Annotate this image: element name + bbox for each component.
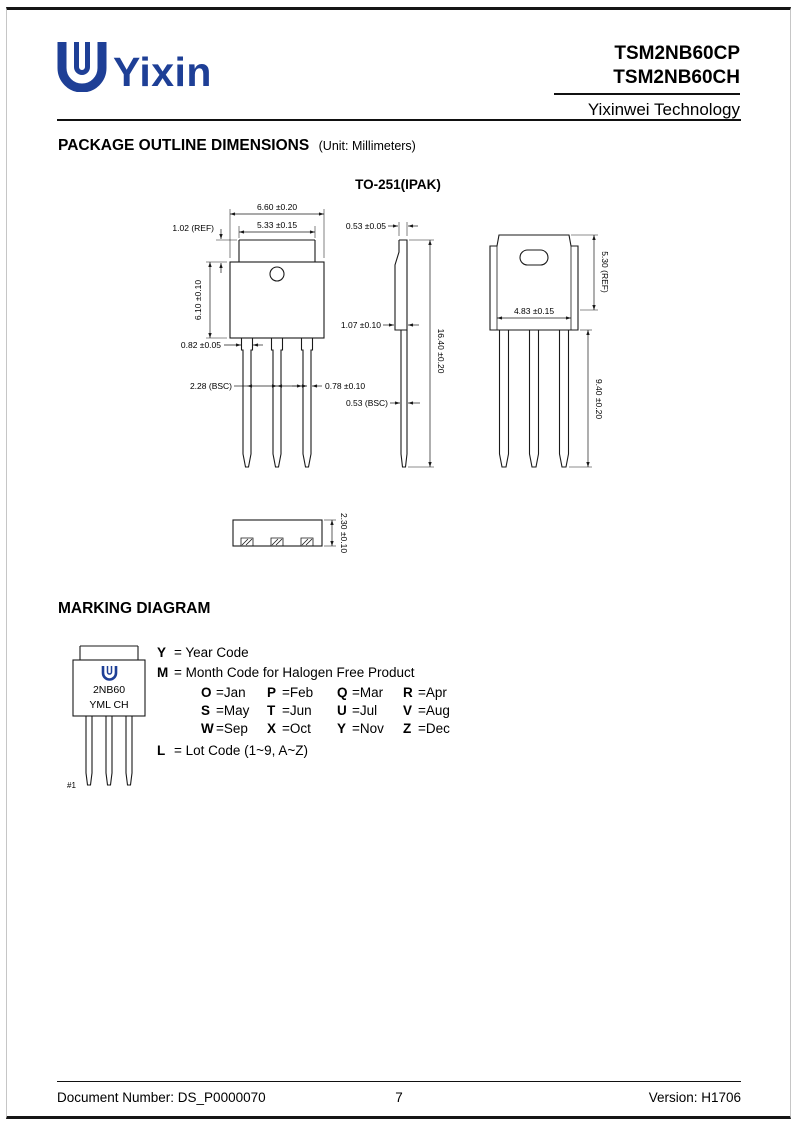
legend-year-desc: = Year Code (174, 645, 249, 660)
marking-section-heading: MARKING DIAGRAM (58, 600, 210, 618)
dim-back-lead-length: 9.40 ±0.20 (594, 379, 604, 419)
dim-front-cap-height: 1.02 (REF) (172, 223, 214, 233)
month-cell: X=Oct (267, 721, 311, 736)
dim-front-cap-width: 5.33 ±0.15 (257, 220, 297, 230)
outline-title: PACKAGE OUTLINE DIMENSIONS (58, 137, 310, 154)
legend-month-code: M = Month Code for Halogen Free Product (157, 664, 597, 684)
month-cell: R=Apr (403, 685, 447, 700)
marking-line2: YML CH (89, 699, 128, 711)
month-cell: S=May (201, 703, 250, 718)
page-number: 7 (395, 1090, 403, 1105)
bottom-view-drawing: 2.30 ±0.10 (232, 513, 349, 553)
logo-text: Yixin (113, 49, 212, 96)
month-cell: P=Feb (267, 685, 314, 700)
dim-back-tab-height: 5.30 (REF) (600, 251, 610, 293)
dim-side-body-thickness: 1.07 ±0.10 (341, 320, 381, 330)
month-cell: Q=Mar (337, 685, 384, 700)
marking-title: MARKING DIAGRAM (58, 600, 211, 617)
dim-back-tab-width: 4.83 ±0.15 (514, 306, 554, 316)
marking-package-drawing: 2NB60 YML CH #1 (67, 645, 146, 790)
legend-month-letter: M (157, 665, 169, 680)
legend-lot-desc: = Lot Code (1~9, A~Z) (174, 743, 308, 758)
header-rule (57, 119, 741, 121)
month-cell: U=Jul (337, 703, 378, 718)
dim-side-tab-thickness: 0.53 ±0.05 (346, 221, 386, 231)
part-numbers: TSM2NB60CP TSM2NB60CH (554, 42, 740, 95)
side-view-drawing: 0.53 ±0.05 1.07 ±0.10 16.40 ±0.20 0.53 (… (341, 221, 446, 468)
dim-bottom-body-depth: 2.30 ±0.10 (339, 513, 349, 553)
marking-line1: 2NB60 (93, 684, 125, 696)
pin1-label: #1 (67, 781, 76, 790)
company-logo: Yixin (55, 40, 212, 96)
month-cell: W=Sep (201, 721, 248, 736)
front-view-drawing: 6.60 ±0.20 5.33 ±0.15 1.02 (REF) 6.10 ±0… (172, 202, 365, 468)
month-cell: O=Jan (201, 685, 246, 700)
legend-month-desc: = Month Code for Halogen Free Product (174, 665, 415, 680)
legend-lot-letter: L (157, 743, 166, 758)
month-cell: T=Jun (267, 703, 312, 718)
part-number-2: TSM2NB60CH (613, 67, 740, 88)
package-outline-drawing: 6.60 ±0.20 5.33 ±0.15 1.02 (REF) 6.10 ±0… (172, 202, 610, 553)
marking-logo-icon (101, 666, 118, 681)
dim-side-total-height: 16.40 ±0.20 (436, 329, 446, 374)
unit-note: (Unit: Millimeters) (318, 139, 416, 153)
dim-front-body-height: 6.10 ±0.10 (193, 280, 203, 320)
legend-lot-code: L = Lot Code (1~9, A~Z) (157, 742, 597, 762)
footer: 7 Document Number: DS_P0000070 Version: … (57, 1090, 741, 1105)
logo-u-icon (57, 42, 107, 92)
month-cell: Z=Dec (403, 721, 450, 736)
marking-legend: Y = Year Code M = Month Code for Halogen F… (157, 644, 597, 762)
outline-section-heading: PACKAGE OUTLINE DIMENSIONS (Unit: Millim… (58, 137, 416, 155)
dim-side-lead-thickness: 0.53 (BSC) (346, 398, 388, 408)
month-cell: Y=Nov (337, 721, 384, 736)
dim-front-lead-pitch: 2.28 (BSC) (190, 381, 232, 391)
part-number-1: TSM2NB60CP (614, 43, 740, 64)
footer-rule (57, 1081, 741, 1082)
legend-year-letter: Y (157, 645, 167, 660)
dim-front-lead-width: 0.78 ±0.10 (325, 381, 365, 391)
dim-front-lead-shoulder: 0.82 ±0.05 (181, 340, 221, 350)
package-name: TO-251(IPAK) (355, 177, 441, 192)
legend-year-code: Y = Year Code (157, 644, 597, 664)
header-right: TSM2NB60CP TSM2NB60CH Yixinwei Technolog… (554, 42, 740, 120)
back-view-drawing: 4.83 ±0.15 5.30 (REF) 9.40 ±0.20 (489, 234, 610, 468)
company-name: Yixinwei Technology (587, 100, 740, 119)
month-cell: V=Aug (403, 703, 450, 718)
document-number: Document Number: DS_P0000070 (57, 1090, 266, 1105)
dim-front-total-width: 6.60 ±0.20 (257, 202, 297, 212)
version: Version: H1706 (648, 1090, 741, 1105)
month-code-table: O=Jan P=Feb Q=Mar R=Apr S=May T=Jun U=Ju… (201, 684, 597, 738)
